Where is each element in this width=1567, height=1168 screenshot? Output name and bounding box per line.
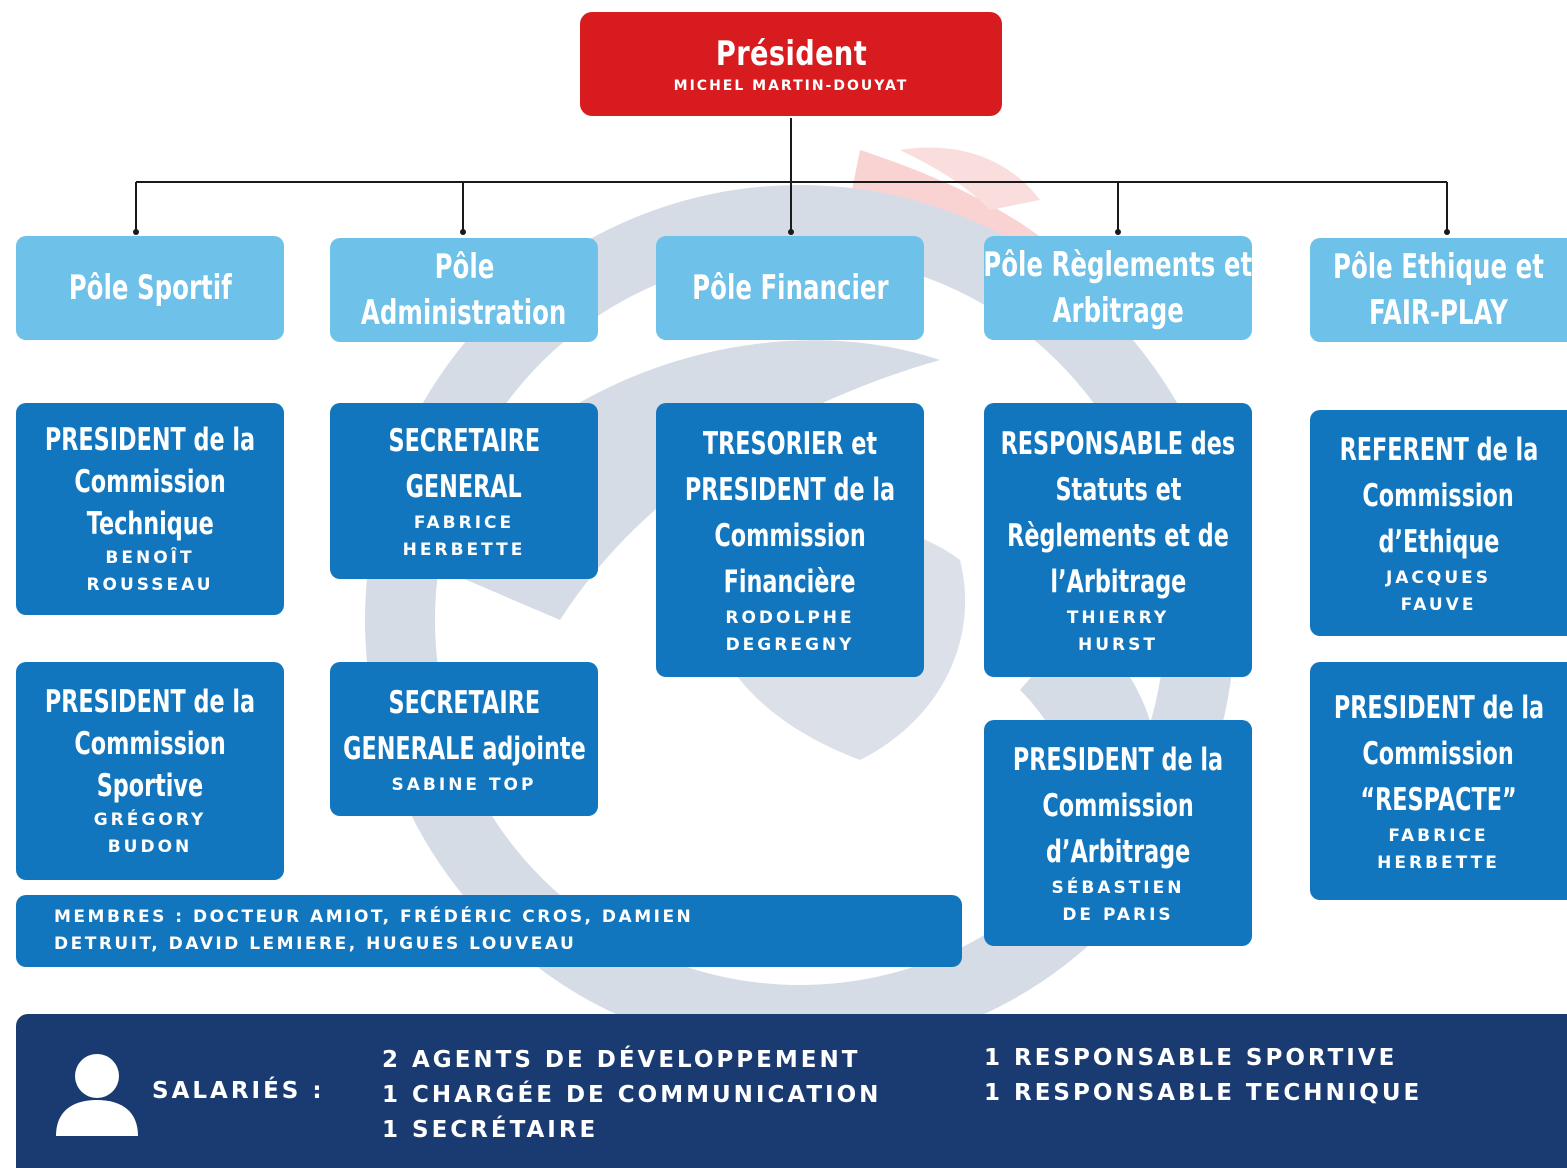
role-commission-technique: PRESIDENT de la Commission Technique BEN… <box>16 403 284 615</box>
role-title-line: GENERALE adjointe <box>342 730 586 767</box>
role-name-line: BENOÎT <box>105 548 195 568</box>
role-title-line: Financière <box>724 564 856 600</box>
role-title-line: d’Ethique <box>1378 524 1499 560</box>
members-line: DETRUIT, DAVID LEMIERE, HUGUES LOUVEAU <box>54 934 577 954</box>
role-name-line: JACQUES <box>1385 568 1492 588</box>
role-name-line: RODOLPHE <box>725 608 855 628</box>
role-name-line: GRÉGORY <box>93 810 207 830</box>
role-title-line: GENERAL <box>405 469 523 505</box>
role-title-line: Commission <box>1362 736 1515 772</box>
role-name-line: DE PARIS <box>1062 905 1174 925</box>
role-name-line: BUDON <box>107 837 193 857</box>
role-title-line: REFERENT de la <box>1339 432 1538 468</box>
pole-ethique: Pôle Ethique et FAIR-PLAY <box>1310 238 1567 342</box>
role-name-line: ROUSSEAU <box>86 575 214 595</box>
role-name-line: DEGREGNY <box>725 635 855 655</box>
pole-administration: Pôle Administration <box>330 238 598 342</box>
role-name-line: HERBETTE <box>402 540 526 560</box>
pole-reglements: Pôle Règlements et Arbitrage <box>984 236 1252 340</box>
role-title-line: Statuts et <box>1055 472 1181 508</box>
role-name-line: HURST <box>1078 635 1158 655</box>
role-commission-arbitrage: PRESIDENT de la Commission d’Arbitrage S… <box>984 720 1252 946</box>
president-box: Président MICHEL MARTIN-DOUYAT <box>580 12 1002 116</box>
role-title-line: Commission <box>714 518 866 554</box>
role-title-line: PRESIDENT de la <box>44 422 256 458</box>
role-title-line: PRESIDENT de la <box>684 472 896 508</box>
role-title-line: Règlements et de <box>1007 518 1229 554</box>
pole-reglements-title-line2: Arbitrage <box>1052 291 1184 331</box>
role-title-line: Commission <box>1042 788 1194 824</box>
pole-sportif: Pôle Sportif <box>16 236 284 340</box>
role-secretaire-generale-adjointe: SECRETAIRE GENERALE adjointe SABINE TOP <box>330 662 598 816</box>
role-commission-respacte: PRESIDENT de la Commission “RESPACTE” FA… <box>1310 662 1567 900</box>
role-title-line: Commission <box>74 726 226 762</box>
role-title-line: PRESIDENT de la <box>1333 690 1544 726</box>
salaries-item: 1 RESPONSABLE SPORTIVE <box>984 1045 1398 1071</box>
role-title-line: TRESORIER et <box>702 426 878 462</box>
pole-ethique-title-line1: Pôle Ethique et <box>1333 247 1544 287</box>
president-title: Président <box>715 34 867 74</box>
pole-financier: Pôle Financier <box>656 236 924 340</box>
pole-administration-title-line2: Administration <box>361 293 567 333</box>
role-commission-sportive: PRESIDENT de la Commission Sportive GRÉG… <box>16 662 284 880</box>
salaries-banner: SALARIÉS : 2 AGENTS DE DÉVELOPPEMENT 1 C… <box>16 1014 1567 1168</box>
members-line: MEMBRES : DOCTEUR AMIOT, FRÉDÉRIC CROS, … <box>54 907 694 927</box>
role-title-line: SECRETAIRE <box>388 684 540 721</box>
salaries-column-2: 1 RESPONSABLE SPORTIVE 1 RESPONSABLE TEC… <box>984 1041 1422 1111</box>
salaries-label: SALARIÉS : <box>152 1078 325 1104</box>
role-title-line: d’Arbitrage <box>1045 834 1191 870</box>
role-name-line: SÉBASTIEN <box>1051 878 1185 898</box>
role-referent-ethique: REFERENT de la Commission d’Ethique JACQ… <box>1310 410 1567 636</box>
role-title-line: RESPONSABLE des <box>1000 426 1236 462</box>
role-title-line: PRESIDENT de la <box>44 684 256 720</box>
role-title-line: Commission <box>74 464 226 500</box>
president-name: MICHEL MARTIN-DOUYAT <box>673 78 909 94</box>
role-name-line: FAUVE <box>1400 595 1477 615</box>
role-responsable-statuts: RESPONSABLE des Statuts et Règlements et… <box>984 403 1252 677</box>
role-title-line: “RESPACTE” <box>1360 782 1517 818</box>
salaries-item: 1 CHARGÉE DE COMMUNICATION <box>382 1082 882 1108</box>
person-icon <box>56 1054 138 1136</box>
role-title-line: Commission <box>1362 478 1515 514</box>
salaries-column-1: 2 AGENTS DE DÉVELOPPEMENT 1 CHARGÉE DE C… <box>382 1043 881 1148</box>
role-name-line: FABRICE <box>413 513 515 533</box>
pole-sportif-title: Pôle Sportif <box>68 268 232 308</box>
role-name-line: THIERRY <box>1066 608 1170 628</box>
role-title-line: l’Arbitrage <box>1050 564 1186 600</box>
pole-reglements-title-line1: Pôle Règlements et <box>983 245 1253 285</box>
role-title-line: PRESIDENT de la <box>1012 742 1224 778</box>
pole-administration-title-line1: Pôle <box>434 247 494 287</box>
pole-ethique-title-line2: FAIR-PLAY <box>1369 293 1508 333</box>
role-name-line: SABINE TOP <box>391 774 537 795</box>
salaries-item: 1 SECRÉTAIRE <box>382 1117 599 1143</box>
role-tresorier: TRESORIER et PRESIDENT de la Commission … <box>656 403 924 677</box>
role-title-line: SECRETAIRE <box>388 423 540 459</box>
role-name-line: FABRICE <box>1388 826 1489 846</box>
members-box: MEMBRES : DOCTEUR AMIOT, FRÉDÉRIC CROS, … <box>16 895 962 967</box>
role-title-line: Technique <box>86 506 214 542</box>
role-name-line: HERBETTE <box>1377 853 1500 873</box>
role-secretaire-general: SECRETAIRE GENERAL FABRICE HERBETTE <box>330 403 598 579</box>
role-title-line: Sportive <box>96 768 204 804</box>
pole-financier-title: Pôle Financier <box>691 268 889 308</box>
salaries-item: 2 AGENTS DE DÉVELOPPEMENT <box>382 1047 861 1073</box>
salaries-item: 1 RESPONSABLE TECHNIQUE <box>984 1080 1423 1106</box>
